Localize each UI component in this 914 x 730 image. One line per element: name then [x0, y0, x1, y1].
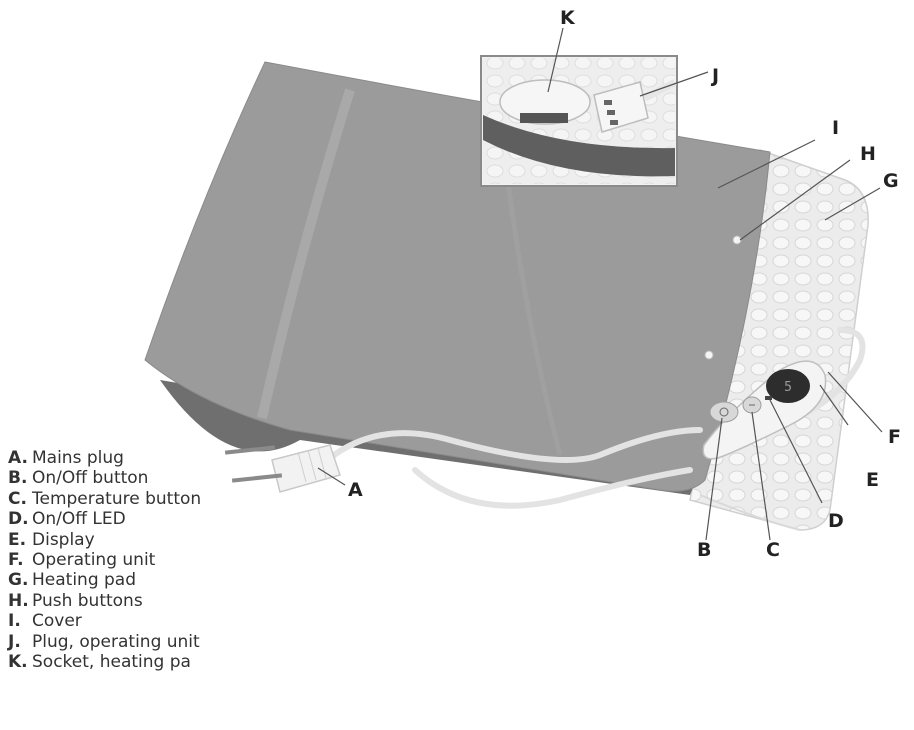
callout-j: J [710, 65, 719, 87]
legend-item: D.On/Off LED [8, 509, 126, 530]
callout-i: I [832, 117, 839, 139]
legend-item: F.Operating unit [8, 550, 156, 571]
callout-h: H [860, 143, 876, 165]
legend-item: E.Display [8, 529, 95, 550]
parts-legend: A.Mains plug B.On/Off button C.Temperatu… [8, 448, 201, 672]
detail-inset [480, 55, 678, 187]
socket-heating-pad [499, 79, 591, 125]
legend-item: K.Socket, heating pa [8, 652, 191, 673]
temperature-button [742, 396, 762, 414]
legend-item: C.Temperature button [8, 488, 202, 509]
plug-operating-unit [593, 78, 677, 133]
callout-b: B [697, 539, 711, 561]
on-off-led [765, 396, 772, 400]
callout-k: K [560, 7, 576, 29]
callout-f: F [888, 426, 901, 448]
legend-item: B.On/Off button [8, 468, 149, 489]
callout-e: E [866, 469, 879, 491]
callout-c: C [766, 539, 780, 561]
operating-unit: 5 [702, 360, 827, 460]
callout-labels: K J I H G F E D C B A [348, 7, 901, 561]
legend-item: I.Cover [8, 611, 82, 632]
callout-d: D [828, 510, 844, 532]
on-off-button [709, 401, 739, 423]
callout-g: G [883, 170, 899, 192]
legend-item: A.Mains plug [8, 448, 124, 468]
display-readout: 5 [784, 380, 792, 395]
mains-plug [224, 444, 341, 493]
legend-item: J.Plug, operating unit [8, 631, 200, 652]
legend-item: H.Push buttons [8, 590, 143, 611]
callout-a: A [348, 479, 363, 501]
display: 5 [766, 369, 810, 403]
legend-item: G.Heating pad [8, 570, 137, 591]
leader-lines [317, 27, 883, 541]
